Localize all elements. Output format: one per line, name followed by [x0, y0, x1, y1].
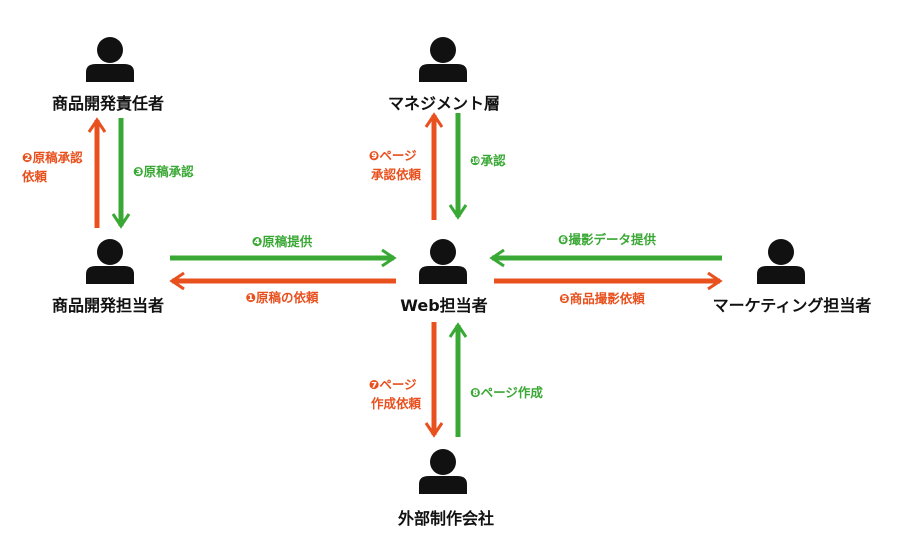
node-label-product-manager: 商品開発責任者	[52, 94, 164, 113]
edge-label-e6: ❻撮影データ提供	[558, 232, 657, 247]
person-icon	[419, 449, 467, 494]
person-icon	[86, 239, 134, 284]
edge-label-e1: ❶原稿の依頼	[245, 290, 319, 305]
node-label-marketing: マーケティング担当者	[713, 296, 872, 315]
edge-label-e3: ❸原稿承認	[133, 164, 194, 179]
person-icon	[419, 37, 467, 82]
edge-label-e7: ❼ページ 作成依頼	[369, 377, 422, 411]
person-icon	[757, 239, 805, 284]
person-icon	[86, 37, 134, 82]
node-label-management: マネジメント層	[388, 94, 500, 113]
edge-label-e9: ❾ページ 承認依頼	[369, 148, 422, 182]
edge-label-e4: ❹原稿提供	[252, 234, 313, 249]
node-label-product-dev: 商品開発担当者	[52, 296, 164, 315]
edge-label-e5: ❺商品撮影依頼	[559, 291, 645, 306]
node-label-web: Web担当者	[400, 296, 487, 315]
edge-label-e8: ❽ページ作成	[470, 385, 543, 400]
edge-label-e10: ❿承認	[470, 153, 506, 168]
node-label-agency: 外部制作会社	[397, 509, 494, 528]
person-icon	[419, 239, 467, 284]
edge-label-e2: ❷原稿承認 依頼	[22, 150, 87, 184]
